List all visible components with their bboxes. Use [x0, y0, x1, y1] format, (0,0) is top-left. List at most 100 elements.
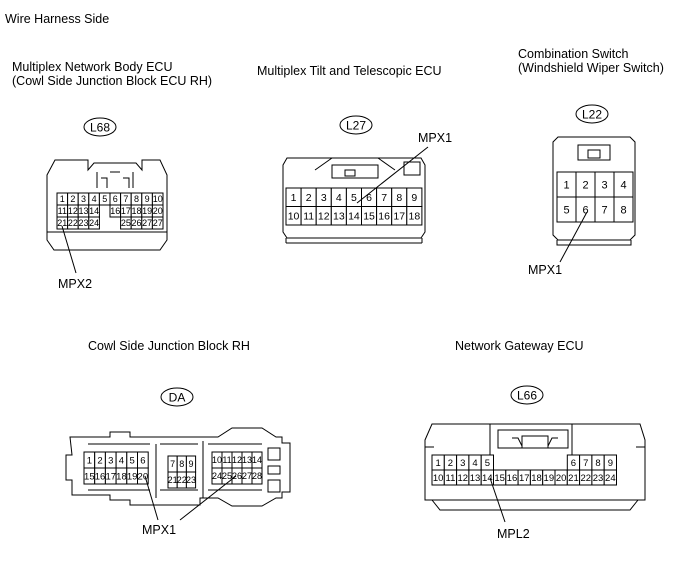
terminal-label-l22: MPX1 [528, 211, 588, 277]
pin-l27-9: 9 [406, 187, 423, 207]
svg-text:20: 20 [153, 206, 163, 216]
svg-text:MPL2: MPL2 [497, 527, 530, 541]
pin-da-27: 27 [241, 467, 253, 485]
pin-da-7: 7 [167, 455, 178, 473]
connector-code-l22: L22 [575, 104, 609, 124]
pin-l27-4: 4 [330, 187, 347, 207]
pin-l22-5: 5 [556, 196, 577, 223]
svg-text:24: 24 [89, 218, 99, 228]
pin-da-23: 23 [185, 471, 197, 489]
pin-l68-27: 27 [151, 216, 164, 230]
svg-text:17: 17 [519, 473, 530, 484]
pin-l68-3: 3 [77, 192, 90, 206]
pin-l66-3: 3 [456, 454, 470, 471]
svg-text:11: 11 [446, 473, 456, 484]
pin-l27-8: 8 [391, 187, 408, 207]
pin-l68-4: 4 [88, 192, 100, 206]
pin-da-14: 14 [251, 451, 263, 469]
pin-l68-20: 20 [151, 204, 164, 218]
pin-l68-12: 12 [67, 204, 79, 218]
svg-text:19: 19 [142, 206, 152, 216]
svg-text:1: 1 [291, 192, 297, 204]
svg-text:11: 11 [222, 455, 231, 465]
svg-text:MPX1: MPX1 [418, 131, 452, 145]
svg-text:21: 21 [57, 218, 67, 228]
svg-text:25: 25 [121, 218, 131, 228]
l66-name: Network Gateway ECU [455, 339, 584, 353]
pin-l27-16: 16 [376, 206, 393, 226]
svg-text:8: 8 [396, 192, 402, 204]
pin-l27-14: 14 [345, 206, 362, 226]
pin-l66-20: 20 [554, 469, 568, 486]
svg-text:8: 8 [620, 204, 626, 216]
pin-l22-3: 3 [594, 171, 615, 198]
pin-da-12: 12 [231, 451, 243, 469]
pin-l66-18: 18 [529, 469, 544, 486]
svg-text:1: 1 [436, 458, 441, 469]
svg-text:23: 23 [593, 473, 604, 484]
svg-text:4: 4 [472, 458, 477, 469]
pin-da-15: 15 [83, 467, 96, 485]
svg-text:22: 22 [68, 218, 78, 228]
svg-text:5: 5 [563, 204, 569, 216]
pin-da-28: 28 [251, 467, 263, 485]
svg-text:1: 1 [87, 455, 92, 466]
svg-text:5: 5 [485, 458, 490, 469]
svg-text:13: 13 [242, 455, 252, 465]
svg-text:23: 23 [186, 475, 196, 485]
terminal-label-l68: MPX2 [58, 225, 92, 291]
svg-text:19: 19 [127, 471, 138, 482]
svg-text:18: 18 [531, 473, 542, 484]
pin-l68-10: 10 [151, 192, 164, 206]
pin-l66-13: 13 [468, 469, 482, 486]
svg-text:27: 27 [242, 471, 252, 481]
pin-l27-10: 10 [285, 206, 302, 226]
pin-da-26: 26 [231, 467, 243, 485]
svg-text:7: 7 [123, 194, 128, 204]
svg-text:15: 15 [84, 471, 95, 482]
pin-l66-7: 7 [579, 454, 593, 471]
pin-l66-9: 9 [603, 454, 618, 471]
svg-text:21: 21 [168, 475, 178, 485]
svg-text:6: 6 [366, 192, 372, 204]
svg-text:3: 3 [81, 194, 86, 204]
svg-text:2: 2 [306, 192, 312, 204]
svg-text:2: 2 [448, 458, 453, 469]
pin-l27-11: 11 [300, 206, 317, 226]
svg-text:24: 24 [605, 473, 616, 484]
svg-text:6: 6 [571, 458, 576, 469]
svg-text:16: 16 [110, 206, 120, 216]
pin-l27-1: 1 [285, 187, 302, 207]
pin-l68-16: 16 [109, 204, 122, 218]
svg-text:9: 9 [188, 459, 193, 469]
svg-text:6: 6 [113, 194, 118, 204]
l22-name: Combination Switch (Windshield Wiper Swi… [518, 47, 664, 75]
connector-da [65, 427, 291, 507]
pin-l27-3: 3 [315, 187, 332, 207]
svg-text:17: 17 [121, 206, 131, 216]
svg-text:5: 5 [130, 455, 135, 466]
svg-text:8: 8 [179, 459, 184, 469]
pin-l27-2: 2 [300, 187, 317, 207]
svg-text:4: 4 [620, 179, 626, 191]
pin-da-1: 1 [83, 451, 96, 469]
pin-da-18: 18 [115, 467, 128, 485]
pin-l68-7: 7 [120, 192, 132, 206]
pin-l66-11: 11 [443, 469, 458, 486]
svg-text:21: 21 [568, 473, 579, 484]
l22-name-line1: Combination Switch [518, 47, 629, 61]
svg-text:8: 8 [595, 458, 600, 469]
connector-l27 [282, 157, 426, 244]
svg-text:14: 14 [89, 206, 99, 216]
connector-code-l27: L27 [339, 115, 373, 135]
pin-l27-12: 12 [315, 206, 332, 226]
pin-da-10: 10 [211, 451, 223, 469]
pin-l68-18: 18 [130, 204, 143, 218]
pin-l68-23: 23 [77, 216, 90, 230]
pin-l22-7: 7 [594, 196, 615, 223]
svg-text:L22: L22 [582, 108, 602, 122]
pin-da-11: 11 [221, 451, 233, 469]
terminal-label-l66: MPL2 [489, 477, 530, 541]
pin-l68-24: 24 [88, 216, 100, 230]
pin-l68-22: 22 [67, 216, 79, 230]
